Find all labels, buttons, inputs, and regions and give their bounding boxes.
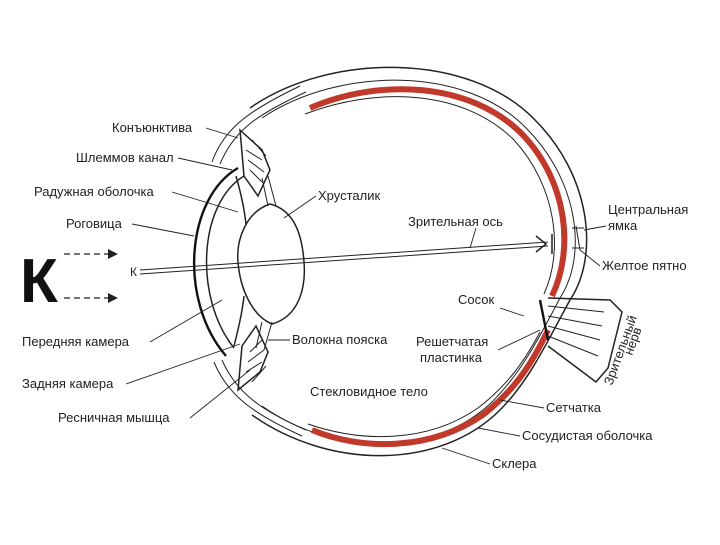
label-ciliary-muscle: Ресничная мышца (58, 410, 170, 425)
leader-schlemm (178, 158, 232, 170)
ciliary-body-upper (240, 130, 270, 196)
label-fovea-2: ямка (608, 218, 638, 233)
label-posterior-chamber: Задняя камера (22, 376, 114, 391)
label-fovea-1: Центральная (608, 202, 688, 217)
label-cornea: Роговица (66, 216, 123, 231)
label-macula: Желтое пятно (602, 258, 687, 273)
fovea-marker (536, 234, 552, 254)
axis-k-label: К (130, 265, 137, 279)
cornea-outer (194, 168, 238, 356)
leader-cornea (132, 224, 194, 236)
lens (238, 204, 305, 324)
label-choroid: Сосудистая оболочка (522, 428, 653, 443)
label-sclera: Склера (492, 456, 537, 471)
label-visual-axis: Зрительная ось (408, 214, 503, 229)
leader-posterior-chamber (126, 344, 240, 384)
label-lamina-1: Решетчатая (416, 334, 488, 349)
label-lens: Хрусталик (318, 188, 380, 203)
optic-nerve-inner (548, 306, 604, 356)
leader-fovea (584, 226, 606, 230)
iris-upper (236, 176, 246, 224)
leader-optic-disc (500, 308, 524, 316)
visual-axis-line (140, 242, 548, 270)
label-conjunctiva: Конъюнктива (112, 120, 193, 135)
label-zonular-fibers: Волокна пояска (292, 332, 388, 347)
big-k-label: К (20, 247, 58, 316)
macula-bracket (572, 226, 584, 250)
label-iris: Радужная оболочка (34, 184, 154, 199)
label-retina: Сетчатка (546, 400, 602, 415)
leader-macula (580, 250, 600, 266)
ciliary-hatch-upper (246, 140, 266, 182)
leader-conjunctiva (206, 128, 238, 138)
label-optic-disc: Сосок (458, 292, 494, 307)
leader-sclera (442, 448, 490, 464)
iris-lower (234, 296, 244, 346)
leader-visual-axis (470, 228, 476, 248)
leader-ciliary-muscle (190, 370, 250, 418)
leader-lens (284, 196, 316, 218)
visual-axis-line-2 (140, 246, 548, 274)
label-schlemm-canal: Шлеммов канал (76, 150, 174, 165)
incoming-ray-bottom-arrow (108, 293, 118, 303)
label-lamina-2: пластинка (420, 350, 483, 365)
label-anterior-chamber: Передняя камера (22, 334, 130, 349)
upper-eyelid-fold (212, 86, 306, 164)
label-vitreous-body: Стекловидное тело (310, 384, 428, 399)
incoming-ray-top-arrow (108, 249, 118, 259)
leader-choroid (478, 428, 520, 436)
